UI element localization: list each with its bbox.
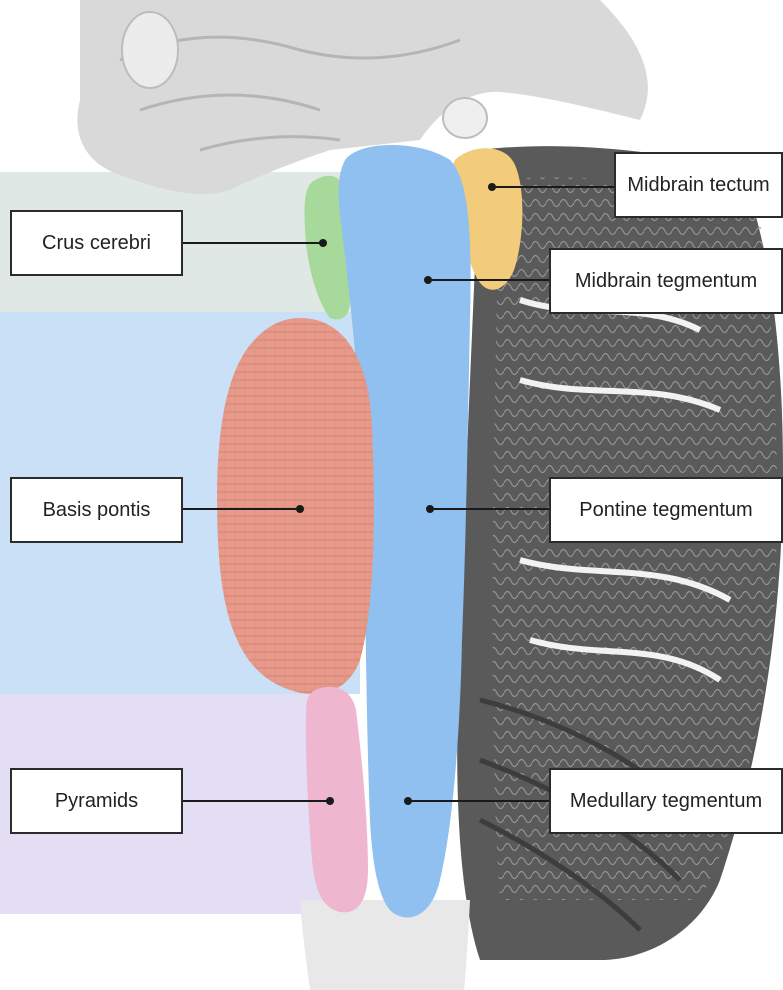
marker-midbrain-tectum bbox=[488, 183, 496, 191]
spinal-cord-shape bbox=[300, 900, 470, 990]
label-basis-pontis: Basis pontis bbox=[10, 477, 183, 543]
label-medullary-tegmentum: Medullary tegmentum bbox=[549, 768, 783, 834]
marker-basis-pontis bbox=[296, 505, 304, 513]
label-pyramids: Pyramids bbox=[10, 768, 183, 834]
marker-crus-cerebri bbox=[319, 239, 327, 247]
marker-pontine-tegmentum bbox=[426, 505, 434, 513]
pyramids-region bbox=[306, 687, 368, 912]
marker-medullary-tegmentum bbox=[404, 797, 412, 805]
marker-midbrain-tegmentum bbox=[424, 276, 432, 284]
label-midbrain-tegmentum: Midbrain tegmentum bbox=[549, 248, 783, 314]
label-pontine-tegmentum: Pontine tegmentum bbox=[549, 477, 783, 543]
marker-pyramids bbox=[326, 797, 334, 805]
label-crus-cerebri: Crus cerebri bbox=[10, 210, 183, 276]
basis-pontis-striae bbox=[217, 318, 374, 694]
label-midbrain-tectum: Midbrain tectum bbox=[614, 152, 783, 218]
optic-structure bbox=[122, 12, 178, 88]
pineal-structure bbox=[443, 98, 487, 138]
